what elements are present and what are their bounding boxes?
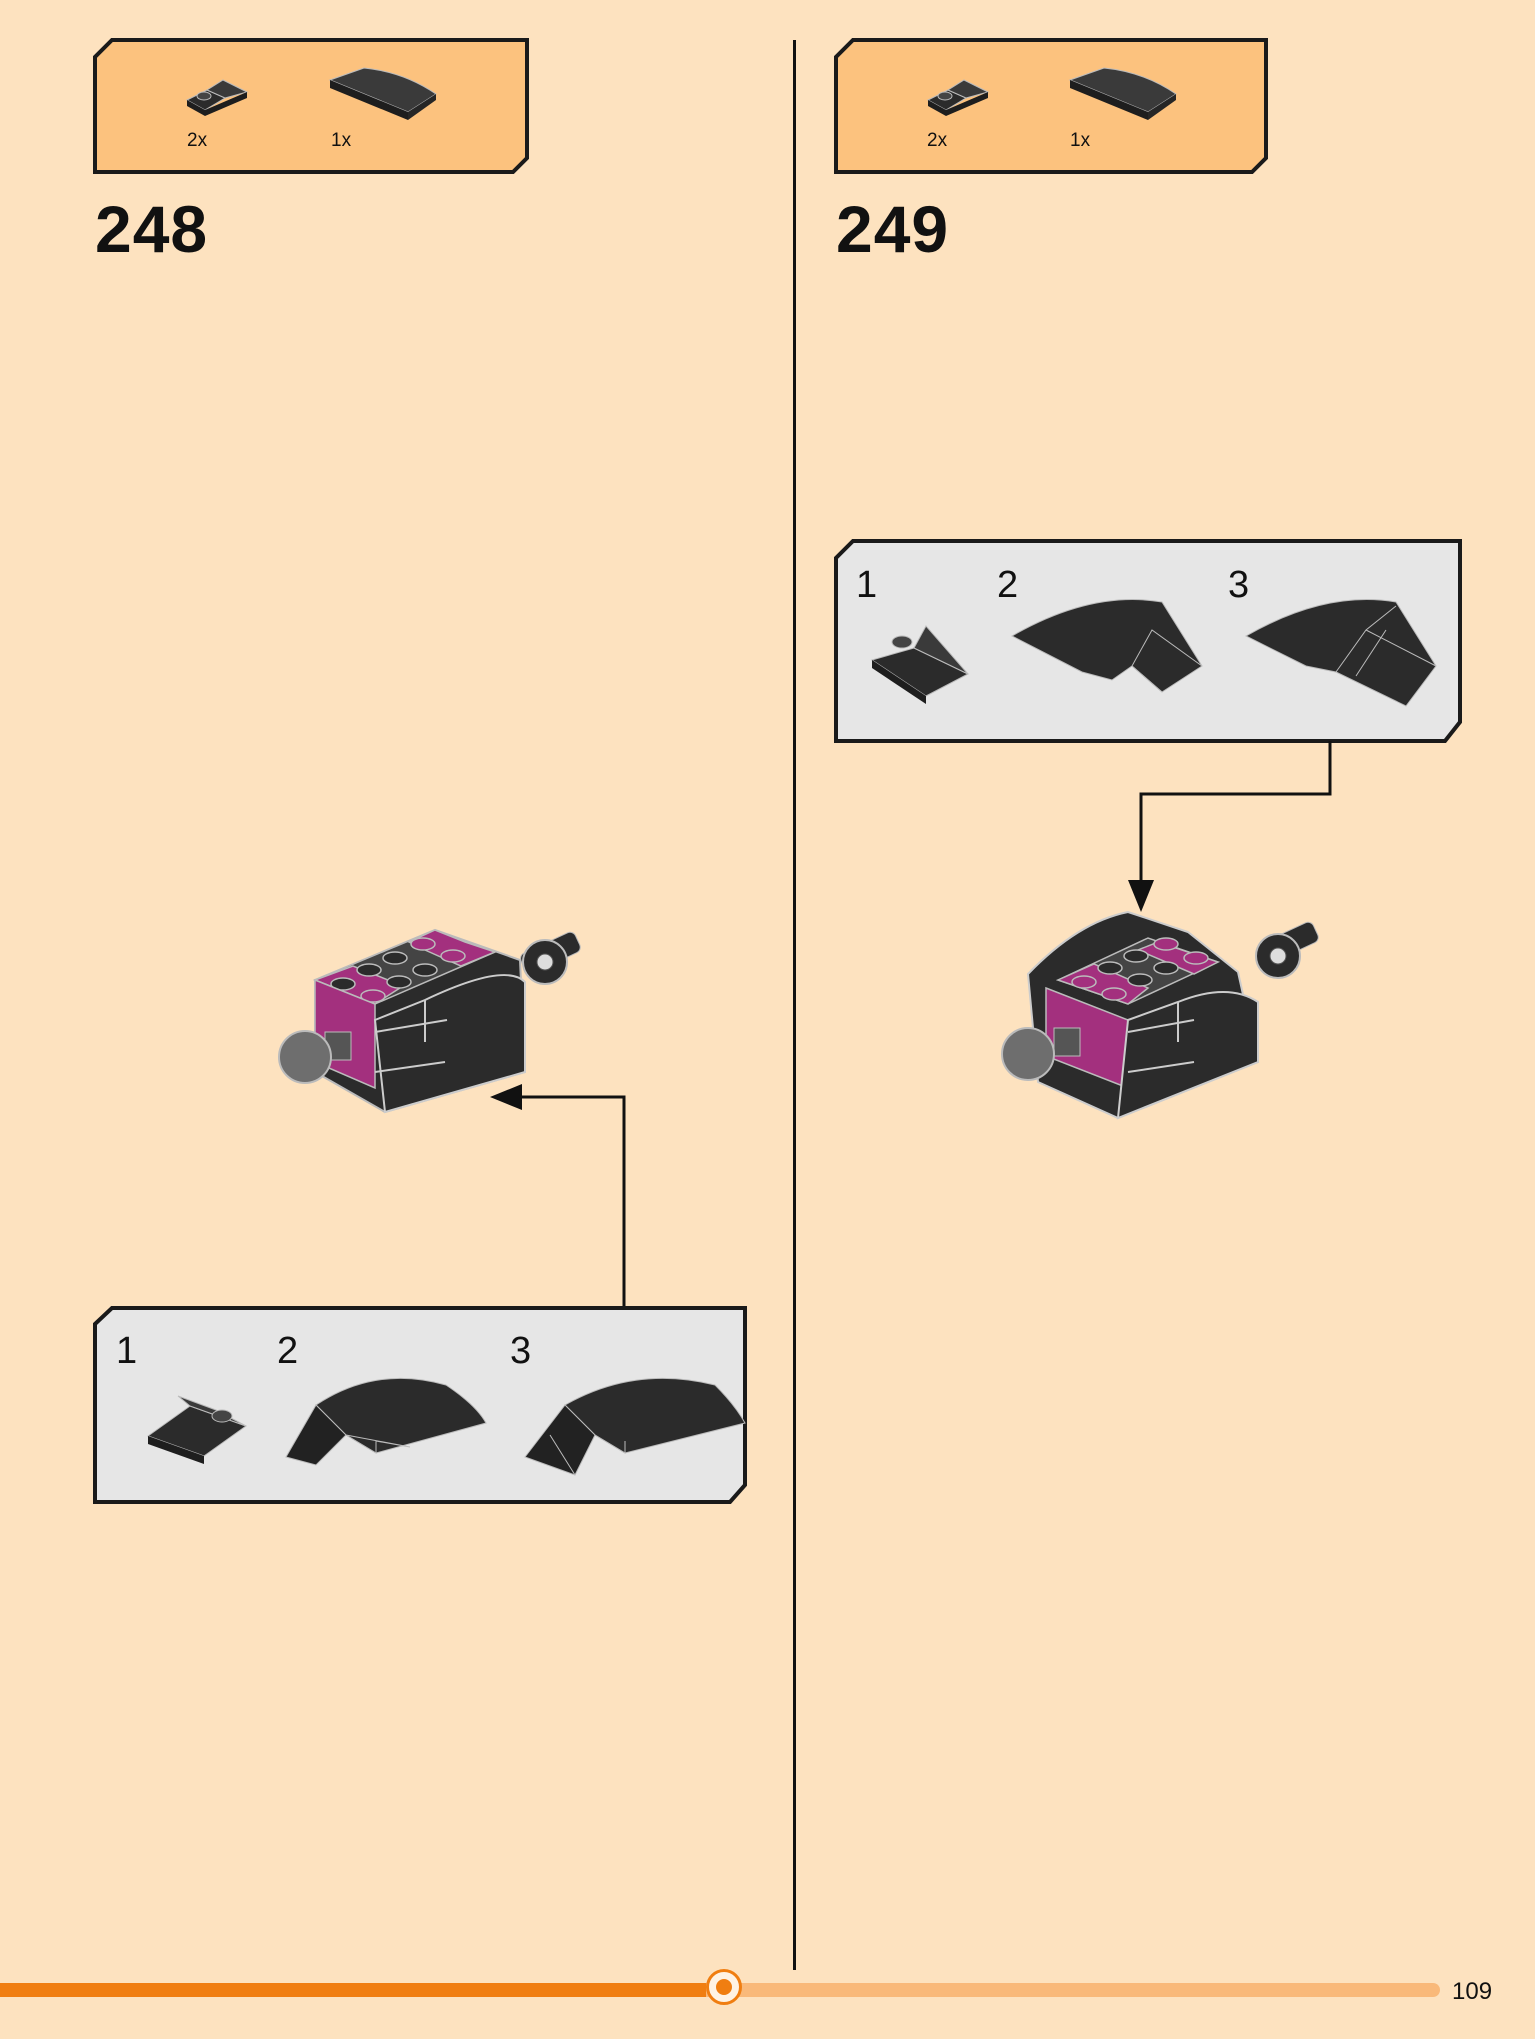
substep-number-1: 1	[856, 564, 878, 606]
substep-number-2: 2	[277, 1330, 299, 1372]
substep-number-2: 2	[997, 564, 1019, 606]
progress-marker	[706, 1969, 742, 2005]
step-number-248: 248	[95, 192, 209, 266]
column-divider	[793, 40, 796, 1970]
part-qty-curved-slope: 1x	[331, 130, 352, 151]
part-qty-slope-plate: 2x	[187, 130, 208, 151]
substep-number-1: 1	[116, 1330, 138, 1372]
part-qty-slope-plate: 2x	[927, 130, 948, 151]
step-number-249: 249	[836, 192, 950, 266]
substep-number-3: 3	[510, 1330, 532, 1372]
progress-fill	[0, 1983, 706, 1997]
page-number: 109	[1452, 1978, 1493, 2005]
substep-number-3: 3	[1228, 564, 1250, 606]
part-qty-curved-slope: 1x	[1070, 130, 1091, 151]
